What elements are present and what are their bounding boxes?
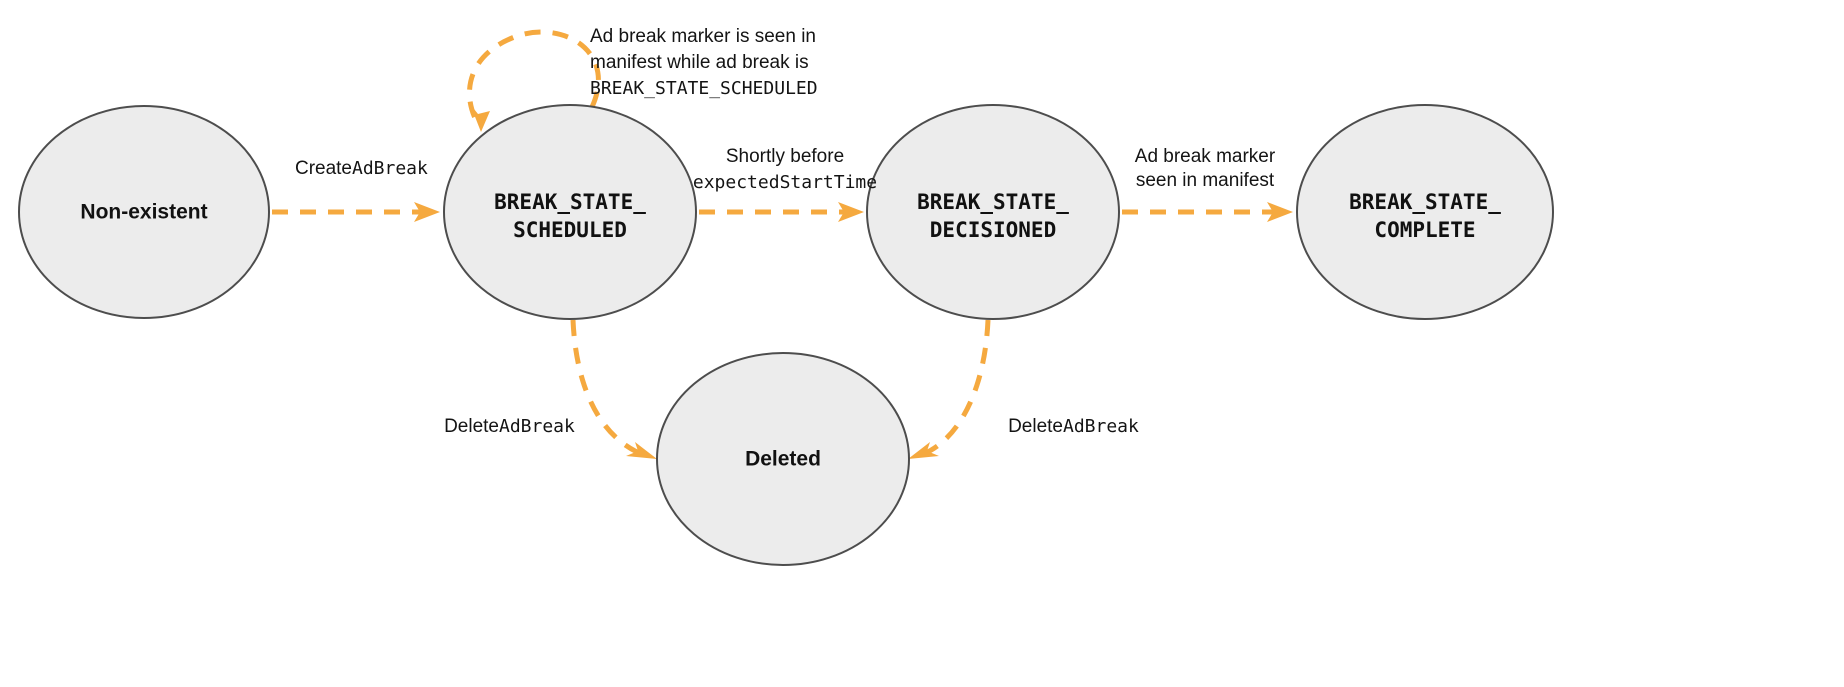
edge-decisioned-to-deleted-path <box>920 319 991 458</box>
edge-label-scheduled-to-deleted: Delete AdBreak <box>444 416 575 437</box>
node-break-state-complete-label-line1: BREAK_STATE_ <box>1349 190 1501 214</box>
edge-label-decisioned-to-deleted: Delete AdBreak <box>1008 416 1139 437</box>
edge-scheduled-self-loop-arrowhead <box>470 104 490 132</box>
edge-create-adbreak-arrowhead <box>414 202 440 222</box>
node-non-existent-label: Non-existent <box>80 201 207 224</box>
edge-scheduled-to-decisioned-arrowhead <box>838 202 864 222</box>
node-break-state-scheduled-label-line1: BREAK_STATE_ <box>494 190 646 214</box>
edge-label-marker-seen-line1: Ad break marker <box>1135 146 1276 167</box>
edge-scheduled-self-loop-path <box>466 29 601 126</box>
edge-label-scheduled-to-decisioned: Shortly before expectedStartTime <box>693 146 877 193</box>
edge-decisioned-to-complete-arrowhead <box>1267 202 1293 222</box>
edge-label-shortly-before-line2: expectedStartTime <box>693 172 877 193</box>
node-deleted-label: Deleted <box>745 448 821 471</box>
edge-label-delete-left-prefix: Delete <box>444 416 499 437</box>
node-break-state-decisioned[interactable]: BREAK_STATE_ DECISIONED <box>866 104 1120 320</box>
node-break-state-scheduled-shape[interactable] <box>443 104 697 320</box>
node-break-state-scheduled[interactable]: BREAK_STATE_ SCHEDULED <box>443 104 697 320</box>
node-break-state-decisioned-label-line1: BREAK_STATE_ <box>917 190 1069 214</box>
node-break-state-scheduled-label-line2: SCHEDULED <box>513 218 627 242</box>
edge-label-delete-right-prefix: Delete <box>1008 416 1063 437</box>
edge-label-create-adbreak-prefix: Create <box>295 158 352 179</box>
node-break-state-complete-label-line2: COMPLETE <box>1374 218 1475 242</box>
node-deleted[interactable]: Deleted <box>656 352 910 566</box>
edge-label-marker-seen-line2: seen in manifest <box>1136 170 1275 191</box>
node-non-existent-shape[interactable] <box>18 105 270 319</box>
edge-create-adbreak <box>272 202 440 222</box>
node-non-existent[interactable]: Non-existent <box>18 105 270 319</box>
edge-label-self-loop-line2: manifest while ad break is <box>590 52 809 73</box>
edge-label-create-adbreak-mono: AdBreak <box>352 158 428 179</box>
edge-decisioned-to-deleted <box>908 319 991 459</box>
edge-label-shortly-before-line1: Shortly before <box>726 146 844 167</box>
node-deleted-shape[interactable] <box>656 352 910 566</box>
edge-decisioned-to-deleted-arrowhead <box>908 442 939 459</box>
edge-scheduled-to-deleted-arrowhead <box>626 442 657 459</box>
node-break-state-complete-shape[interactable] <box>1296 104 1554 320</box>
edge-scheduled-to-deleted-path <box>570 319 645 458</box>
edge-scheduled-self-loop <box>466 29 601 132</box>
edge-decisioned-to-complete <box>1122 202 1293 222</box>
edge-label-self-loop-line3: BREAK_STATE_SCHEDULED <box>590 78 818 99</box>
edge-scheduled-to-decisioned <box>699 202 864 222</box>
edge-label-delete-right-mono: AdBreak <box>1063 416 1139 437</box>
edge-label-scheduled-self-loop: Ad break marker is seen in manifest whil… <box>590 26 818 99</box>
node-break-state-decisioned-label-line2: DECISIONED <box>930 218 1056 242</box>
node-break-state-complete[interactable]: BREAK_STATE_ COMPLETE <box>1296 104 1554 320</box>
edge-scheduled-to-deleted <box>570 319 657 459</box>
edge-label-create-adbreak: Create AdBreak <box>295 158 428 179</box>
node-break-state-decisioned-shape[interactable] <box>866 104 1120 320</box>
edge-label-self-loop-line1: Ad break marker is seen in <box>590 26 816 47</box>
edge-label-decisioned-to-complete: Ad break marker seen in manifest <box>1135 146 1276 191</box>
edge-label-delete-left-mono: AdBreak <box>499 416 575 437</box>
